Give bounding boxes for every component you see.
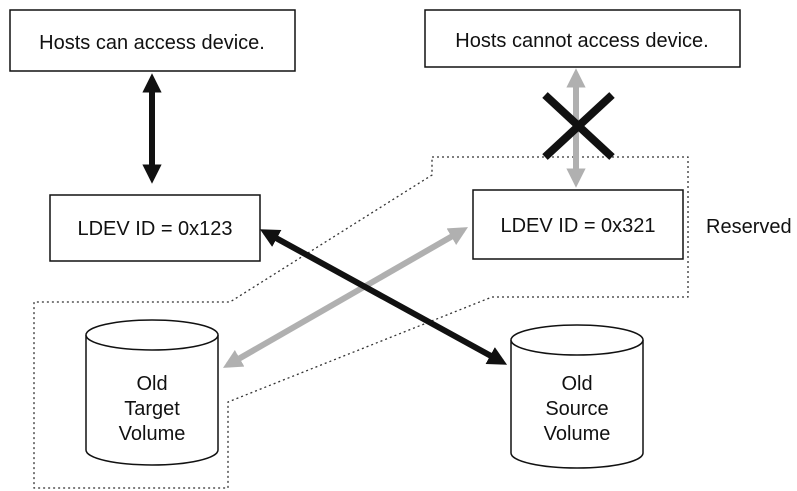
old-target-line-3: Volume	[119, 423, 186, 445]
ldev-left-label: LDEV ID = 0x123	[77, 218, 232, 240]
old-target-line-2: Target	[124, 398, 180, 420]
hosts-no-access-label: Hosts cannot access device.	[455, 30, 708, 52]
hosts-no-access-box: Hosts cannot access device.	[424, 9, 741, 68]
old-target-line-1: Old	[136, 373, 167, 395]
reserved-label: Reserved	[706, 216, 792, 238]
hosts-access-label: Hosts can access device.	[39, 32, 265, 54]
blocked-x-mark	[542, 92, 615, 160]
ldev-left-box: LDEV ID = 0x123	[49, 194, 261, 262]
old-target-volume: Old Target Volume	[85, 319, 219, 466]
old-source-line-2: Source	[545, 398, 608, 420]
old-source-line-3: Volume	[544, 423, 611, 445]
ldev-right-label: LDEV ID = 0x321	[500, 215, 655, 237]
hosts-access-box: Hosts can access device.	[9, 9, 296, 72]
ldev-right-box: LDEV ID = 0x321	[472, 189, 684, 260]
target-mapping-arrow	[223, 227, 468, 368]
old-source-line-1: Old	[561, 373, 592, 395]
source-mapping-arrow	[259, 229, 508, 365]
old-source-volume: Old Source Volume	[510, 324, 644, 469]
